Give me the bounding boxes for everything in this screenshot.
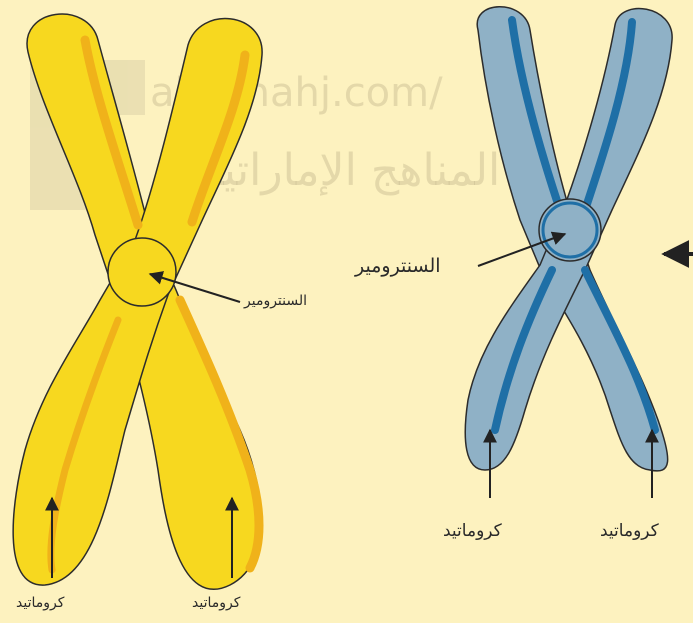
- yellow-centromere-label: السنترومير: [244, 294, 307, 308]
- yellow-chromatid-right-label: كروماتيد: [192, 596, 240, 610]
- blue-centromere-label: السنترومير: [355, 257, 441, 276]
- yellow-centromere: [108, 238, 176, 306]
- blue-chromatid-right-label: كروماتيد: [600, 523, 659, 540]
- blue-centromere: [539, 199, 601, 261]
- blue-chromosome: [465, 7, 672, 471]
- blue-chromatid-left-label: كروماتيد: [443, 523, 502, 540]
- yellow-chromatid-left-label: كروماتيد: [16, 596, 64, 610]
